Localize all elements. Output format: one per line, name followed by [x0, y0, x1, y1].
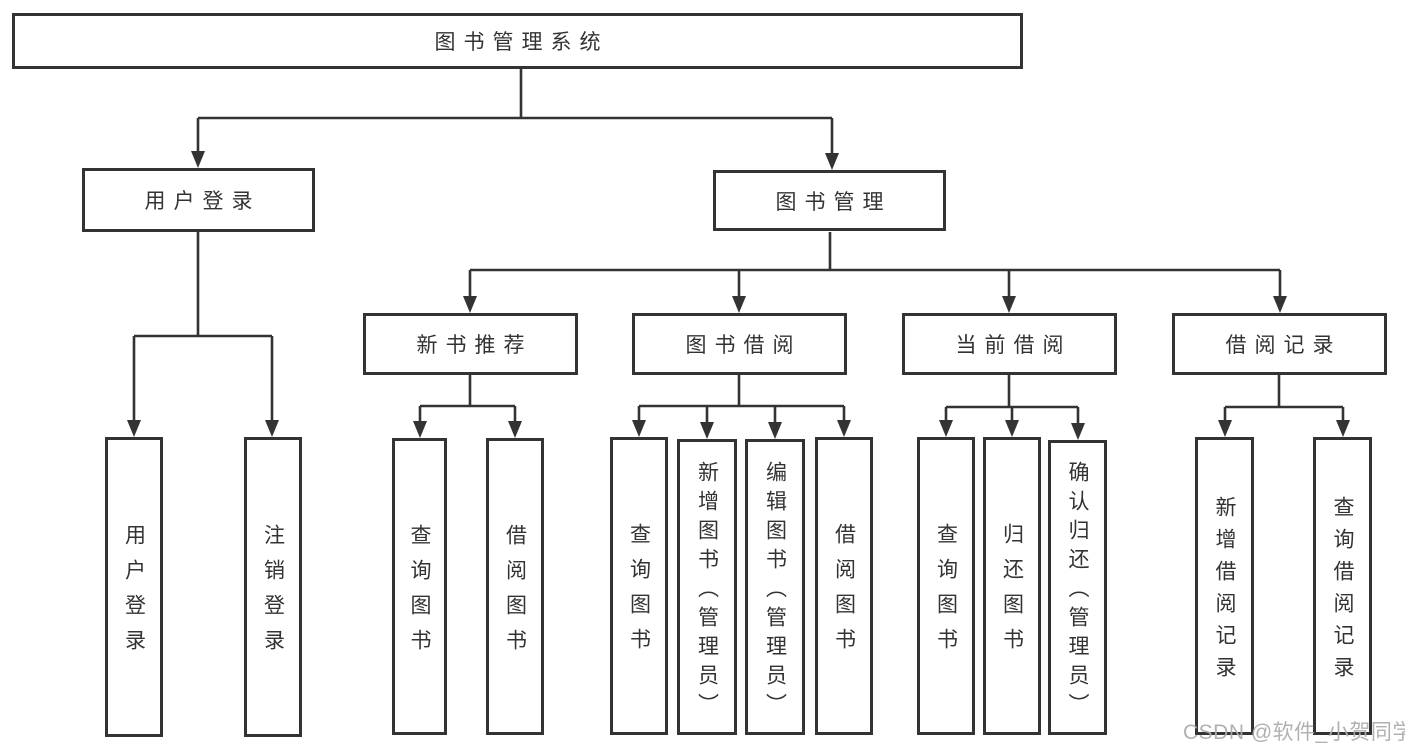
leaf-query-books-recommend: 查询图书 — [392, 438, 447, 735]
leaf-query-books-current: 查询图书 — [917, 437, 975, 735]
node-book-borrowing-label: 图书借阅 — [685, 334, 802, 357]
leaf-logout-label: 注销登录 — [261, 524, 285, 664]
leaf-add-books-admin-label: 新增图书（管理员） — [695, 460, 719, 722]
leaf-add-borrow-record-label: 新增借阅记录 — [1213, 495, 1236, 688]
leaf-borrow-books: 借阅图书 — [815, 437, 873, 735]
leaf-edit-books-admin-label: 编辑图书（管理员） — [763, 460, 787, 722]
leaf-add-books-admin: 新增图书（管理员） — [677, 439, 737, 735]
watermark-text: CSDN @软件_小贺同学 — [1183, 721, 1405, 744]
node-borrow-records-label: 借阅记录 — [1225, 334, 1342, 357]
leaf-confirm-return-admin-label: 确认归还（管理员） — [1066, 461, 1089, 722]
leaf-borrow-books-recommend-label: 借阅图书 — [503, 523, 527, 664]
node-user-login: 用户登录 — [82, 168, 315, 232]
tree-edges — [132, 69, 1345, 428]
node-root: 图书管理系统 — [12, 13, 1023, 69]
node-root-label: 图书管理系统 — [434, 31, 609, 54]
leaf-borrow-books-label: 借阅图书 — [832, 523, 856, 663]
node-new-book-recommend-label: 新书推荐 — [416, 334, 533, 357]
leaf-return-books-label: 归还图书 — [1000, 523, 1024, 663]
node-user-login-label: 用户登录 — [144, 190, 261, 213]
leaf-logout: 注销登录 — [244, 437, 302, 737]
node-current-borrowing: 当前借阅 — [902, 313, 1117, 375]
leaf-user-login-label: 用户登录 — [122, 524, 146, 664]
node-borrow-records: 借阅记录 — [1172, 313, 1387, 375]
node-book-management: 图书管理 — [713, 170, 946, 231]
leaf-user-login: 用户登录 — [105, 437, 163, 737]
leaf-query-books-borrow-label: 查询图书 — [627, 523, 651, 663]
leaf-query-books-current-label: 查询图书 — [934, 523, 958, 663]
leaf-query-borrow-record-label: 查询借阅记录 — [1331, 495, 1354, 688]
leaf-add-borrow-record: 新增借阅记录 — [1195, 437, 1254, 735]
node-book-borrowing: 图书借阅 — [632, 313, 847, 375]
leaf-query-borrow-record: 查询借阅记录 — [1313, 437, 1372, 735]
node-new-book-recommend: 新书推荐 — [363, 313, 578, 375]
node-current-borrowing-label: 当前借阅 — [955, 334, 1072, 357]
leaf-confirm-return-admin: 确认归还（管理员） — [1048, 440, 1107, 735]
leaf-return-books: 归还图书 — [983, 437, 1041, 735]
arrow-heads — [127, 151, 1350, 440]
node-book-management-label: 图书管理 — [775, 190, 892, 214]
leaf-query-books-borrow: 查询图书 — [610, 437, 668, 735]
leaf-edit-books-admin: 编辑图书（管理员） — [745, 439, 805, 735]
leaf-borrow-books-recommend: 借阅图书 — [486, 438, 544, 735]
leaf-query-books-recommend-label: 查询图书 — [408, 523, 431, 664]
